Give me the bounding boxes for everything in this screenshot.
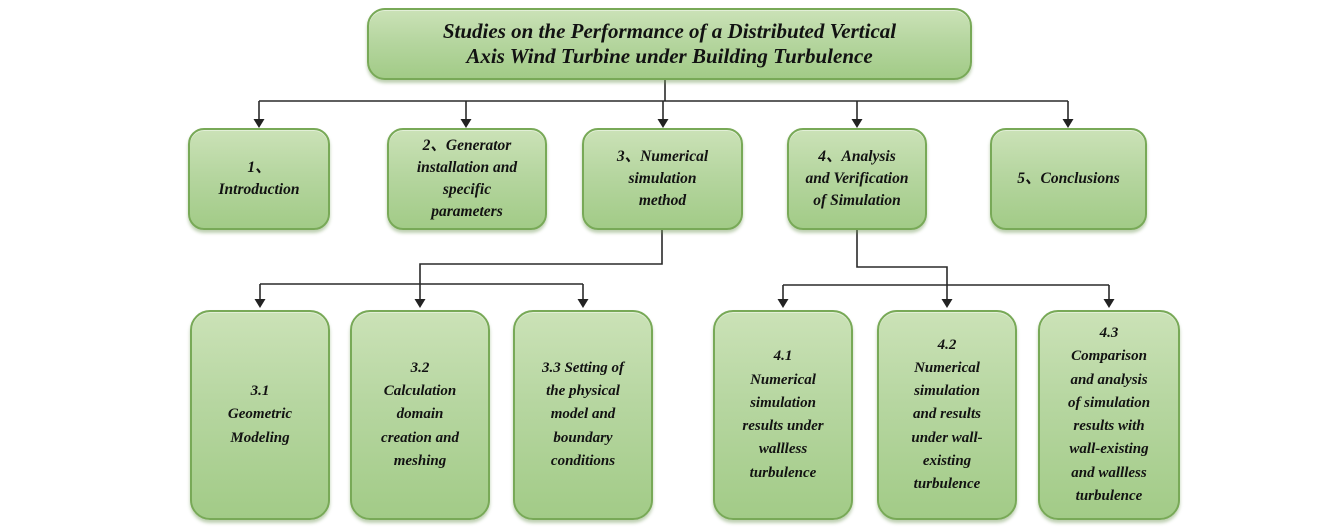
introduction-label: 1、 Introduction (218, 159, 300, 198)
comparison-analysis-label: 4.3 Comparison and analysis of simulatio… (1067, 325, 1151, 504)
numerical-simulation-method-label: 3、Numerical simulation method (616, 148, 709, 209)
generator-installation-label: 2、Generator installation and specific pa… (416, 137, 518, 220)
node-comparison-analysis: 4.3 Comparison and analysis of simulatio… (1038, 310, 1180, 520)
node-physical-model-settings: 3.3 Setting of the physical model and bo… (513, 310, 653, 520)
arrowhead-method (657, 119, 669, 128)
arrowhead-4-2 (941, 299, 953, 308)
arrowhead-analysis (851, 119, 863, 128)
arrowhead-3-1 (254, 299, 266, 308)
analysis-verification-label: 4、Analysis and Verification of Simulatio… (805, 148, 909, 209)
node-generator-installation: 2、Generator installation and specific pa… (387, 128, 547, 230)
wall-existing-results-label: 4.2 Numerical simulation and results und… (911, 336, 983, 493)
node-introduction: 1、 Introduction (188, 128, 330, 230)
physical-model-settings-label: 3.3 Setting of the physical model and bo… (541, 359, 625, 469)
node-geometric-modeling: 3.1 Geometric Modeling (190, 310, 330, 520)
node-analysis-verification: 4、Analysis and Verification of Simulatio… (787, 128, 927, 230)
node-study-title: Studies on the Performance of a Distribu… (367, 8, 972, 80)
node-numerical-simulation-method: 3、Numerical simulation method (582, 128, 743, 230)
connector-method-elbow (419, 230, 663, 284)
connector-analysis-elbow (856, 230, 948, 285)
arrowhead-3-3 (577, 299, 589, 308)
arrowhead-3-2 (414, 299, 426, 308)
arrowhead-conclusions (1062, 119, 1074, 128)
arrowhead-generator (460, 119, 472, 128)
node-wall-existing-results: 4.2 Numerical simulation and results und… (877, 310, 1017, 520)
node-wallless-results: 4.1 Numerical simulation results under w… (713, 310, 853, 520)
calculation-domain-label: 3.2 Calculation domain creation and mesh… (381, 359, 459, 469)
arrowhead-4-3 (1103, 299, 1115, 308)
study-title-label: Studies on the Performance of a Distribu… (442, 18, 897, 68)
node-calculation-domain: 3.2 Calculation domain creation and mesh… (350, 310, 490, 520)
wallless-results-label: 4.1 Numerical simulation results under w… (742, 348, 824, 481)
arrowhead-introduction (253, 119, 265, 128)
arrowhead-4-1 (777, 299, 789, 308)
node-conclusions: 5、Conclusions (990, 128, 1147, 230)
conclusions-label: 5、Conclusions (1017, 170, 1120, 187)
geometric-modeling-label: 3.1 Geometric Modeling (227, 383, 293, 446)
